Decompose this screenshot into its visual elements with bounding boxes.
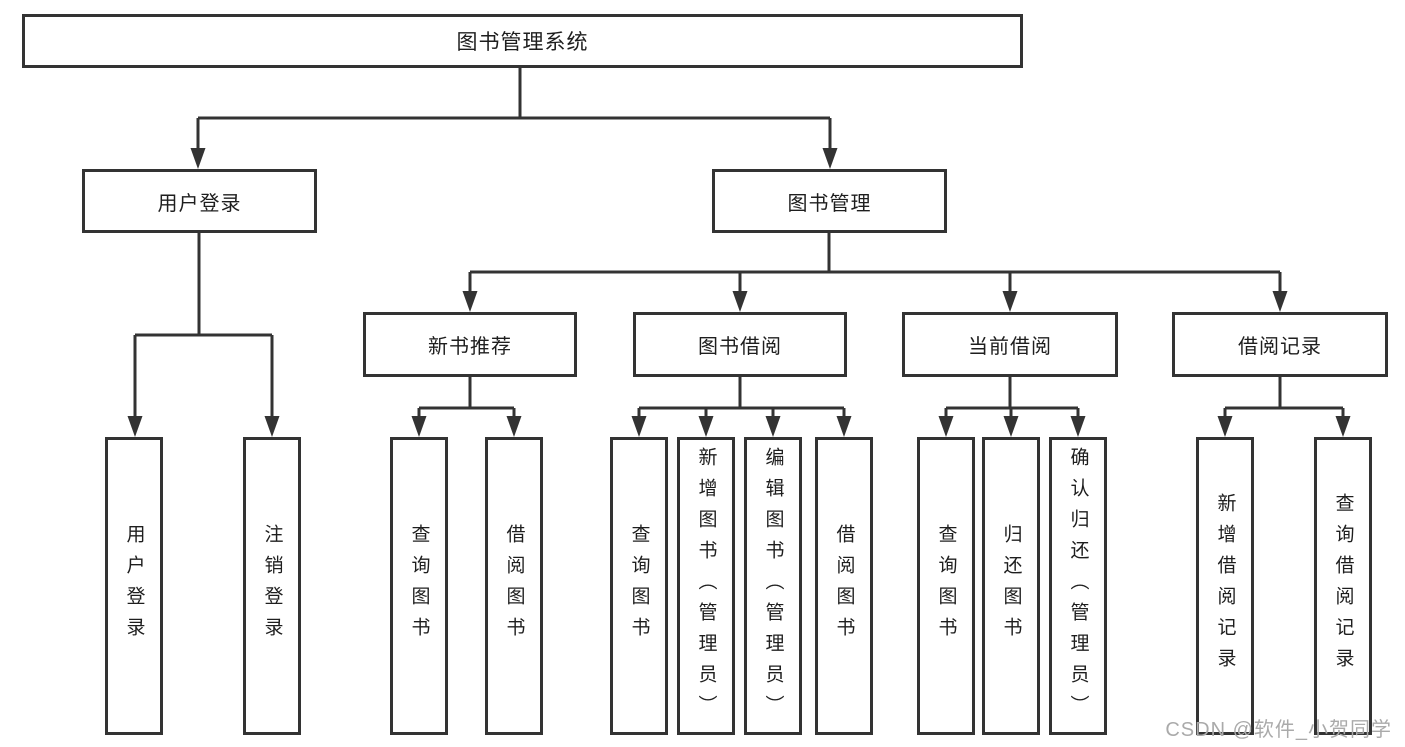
node-leaf-query-borrow-record: 查询借阅记录 [1314, 437, 1372, 735]
csdn-watermark: CSDN @软件_小贺同学 [1165, 719, 1392, 741]
node-leaf-logout: 注销登录 [243, 437, 301, 735]
node-label: 查询借阅记录 [1332, 493, 1354, 679]
node-leaf-edit-books-admin: 编辑图书（管理员） [744, 437, 802, 735]
node-leaf-add-borrow-record: 新增借阅记录 [1196, 437, 1254, 735]
node-leaf-confirm-return-admin: 确认归还（管理员） [1049, 437, 1107, 735]
node-label: 编辑图书（管理员） [762, 446, 784, 726]
node-library-management-system: 图书管理系统 [22, 14, 1023, 68]
node-label: 确认归还（管理员） [1067, 446, 1089, 726]
node-leaf-user-login: 用户登录 [105, 437, 163, 735]
node-leaf-query-books-current: 查询图书 [917, 437, 975, 735]
node-leaf-borrow-books-recommend: 借阅图书 [485, 437, 543, 735]
node-leaf-borrow-books: 借阅图书 [815, 437, 873, 735]
node-leaf-query-books-recommend: 查询图书 [390, 437, 448, 735]
node-label: 新增图书（管理员） [695, 446, 717, 726]
node-label: 借阅图书 [503, 524, 525, 648]
node-label: 用户登录 [123, 524, 145, 648]
arrowhead-icons [127, 148, 1351, 437]
node-label: 注销登录 [261, 524, 283, 648]
node-current-borrow: 当前借阅 [902, 312, 1118, 377]
node-user-login: 用户登录 [82, 169, 317, 233]
node-leaf-query-books-borrow: 查询图书 [610, 437, 668, 735]
node-label: 新增借阅记录 [1214, 493, 1236, 679]
node-book-borrow: 图书借阅 [633, 312, 847, 377]
node-borrow-records: 借阅记录 [1172, 312, 1388, 377]
node-label: 归还图书 [1000, 524, 1022, 648]
node-label: 查询图书 [935, 524, 957, 648]
node-leaf-return-books: 归还图书 [982, 437, 1040, 735]
node-book-management: 图书管理 [712, 169, 947, 233]
node-label: 查询图书 [408, 524, 430, 648]
node-label: 查询图书 [628, 524, 650, 648]
node-label: 借阅图书 [833, 524, 855, 648]
node-new-book-recommend: 新书推荐 [363, 312, 577, 377]
node-leaf-add-books-admin: 新增图书（管理员） [677, 437, 735, 735]
